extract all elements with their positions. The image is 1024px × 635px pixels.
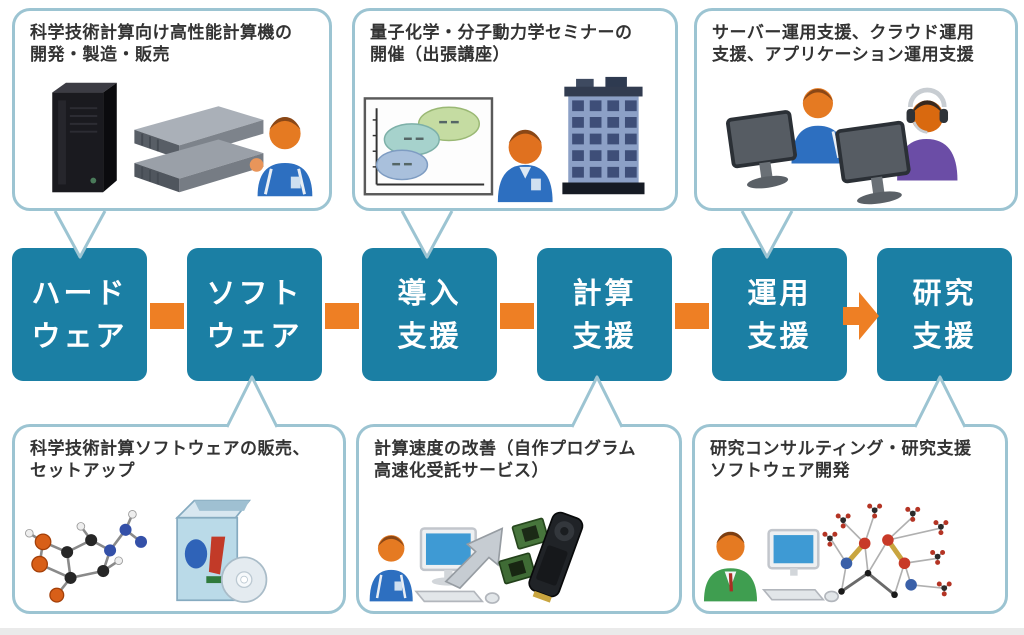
callout-operation-support: サーバー運用支援、クラウド運用 支援、アプリケーション運用支援 xyxy=(694,8,1018,211)
flow-step-calculation-support: 計算 支援 xyxy=(537,248,672,381)
callout-pointer-down xyxy=(400,210,454,259)
page-edge xyxy=(0,628,1024,635)
technician-icon xyxy=(249,117,313,197)
callout-speed-improvement: 計算速度の改善（自作プログラム 高速化受託サービス） xyxy=(356,424,682,614)
consultant-at-pc-icon xyxy=(703,528,840,603)
molecule-model-icon xyxy=(25,510,148,603)
callout-software-sales-text: 科学技術計算ソフトウェアの販売、 セットアップ xyxy=(30,439,310,482)
callout-seminar-text: 量子化学・分子動力学セミナーの 開催（出張講座） xyxy=(370,23,633,66)
callout-speed-improvement-text: 計算速度の改善（自作プログラム 高速化受託サービス） xyxy=(374,439,636,482)
flow-step-label: ソフト xyxy=(206,275,303,310)
instructor-icon xyxy=(497,129,553,203)
flow-step-label: 計算 xyxy=(572,275,637,310)
operator-at-monitor-icon xyxy=(726,88,847,189)
callout-pointer-down xyxy=(740,210,794,259)
flow-step-label: ウェア xyxy=(206,318,303,353)
software-illustration xyxy=(25,499,268,603)
flow-step-introduction-support: 導入 支援 xyxy=(362,248,497,381)
connector-bar xyxy=(325,303,359,329)
callout-hardware-dev-text: 科学技術計算向け高性能計算機の 開発・製造・販売 xyxy=(30,23,293,66)
flow-step-label: 研究 xyxy=(912,275,977,310)
flow-step-label: 運用 xyxy=(747,275,812,310)
tower-server-icon xyxy=(52,82,117,193)
callout-operation-support-text: サーバー運用支援、クラウド運用 支援、アプリケーション運用支援 xyxy=(712,23,975,66)
engineer-at-pc-icon xyxy=(369,535,413,602)
flow-step-operation-support: 運用 支援 xyxy=(712,248,847,381)
flow-step-label: ハード xyxy=(31,275,128,310)
operation-illustration xyxy=(726,87,958,205)
flow-step-research-support: 研究 支援 xyxy=(877,248,1012,381)
software-box-cd-icon xyxy=(175,499,268,603)
callout-pointer-down xyxy=(53,210,107,259)
flow-step-label: 支援 xyxy=(572,318,637,353)
callout-pointer-up xyxy=(225,375,279,428)
presentation-chart-icon xyxy=(363,97,494,196)
callout-research-consulting-text: 研究コンサルティング・研究支援 ソフトウェア開発 xyxy=(710,439,972,482)
flow-step-label: 導入 xyxy=(397,275,462,310)
hardware-illustration xyxy=(52,82,313,197)
office-building-icon xyxy=(562,76,645,195)
headset-operator-at-monitor-icon xyxy=(835,87,958,205)
flow-step-label: 支援 xyxy=(747,318,812,353)
flow-step-hardware: ハード ウェア xyxy=(12,248,147,381)
connector-arrow-icon xyxy=(843,292,879,340)
connector-bar xyxy=(500,303,534,329)
callout-software-sales: 科学技術計算ソフトウェアの販売、 セットアップ xyxy=(12,424,346,614)
gpu-card-icon xyxy=(528,511,584,603)
flow-step-software: ソフト ウェア xyxy=(187,248,322,381)
speedup-arrow-icon xyxy=(444,527,504,590)
research-illustration xyxy=(703,502,953,603)
callout-pointer-up xyxy=(913,375,967,428)
flow-step-label: ウェア xyxy=(31,318,128,353)
callout-pointer-up xyxy=(570,375,624,428)
callout-hardware-dev: 科学技術計算向け高性能計算機の 開発・製造・販売 xyxy=(12,8,332,211)
connector-bar xyxy=(675,303,709,329)
flow-step-label: 支援 xyxy=(397,318,462,353)
cpu-chips-icon xyxy=(498,517,550,585)
rack-servers-icon xyxy=(134,106,264,193)
callout-seminar: 量子化学・分子動力学セミナーの 開催（出張講座） xyxy=(352,8,678,211)
flow-step-label: 支援 xyxy=(912,318,977,353)
seminar-illustration xyxy=(363,76,645,203)
callout-research-consulting: 研究コンサルティング・研究支援 ソフトウェア開発 xyxy=(692,424,1008,614)
connector-bar xyxy=(150,303,184,329)
molecular-network-icon xyxy=(821,502,953,599)
speedup-illustration xyxy=(369,511,584,604)
